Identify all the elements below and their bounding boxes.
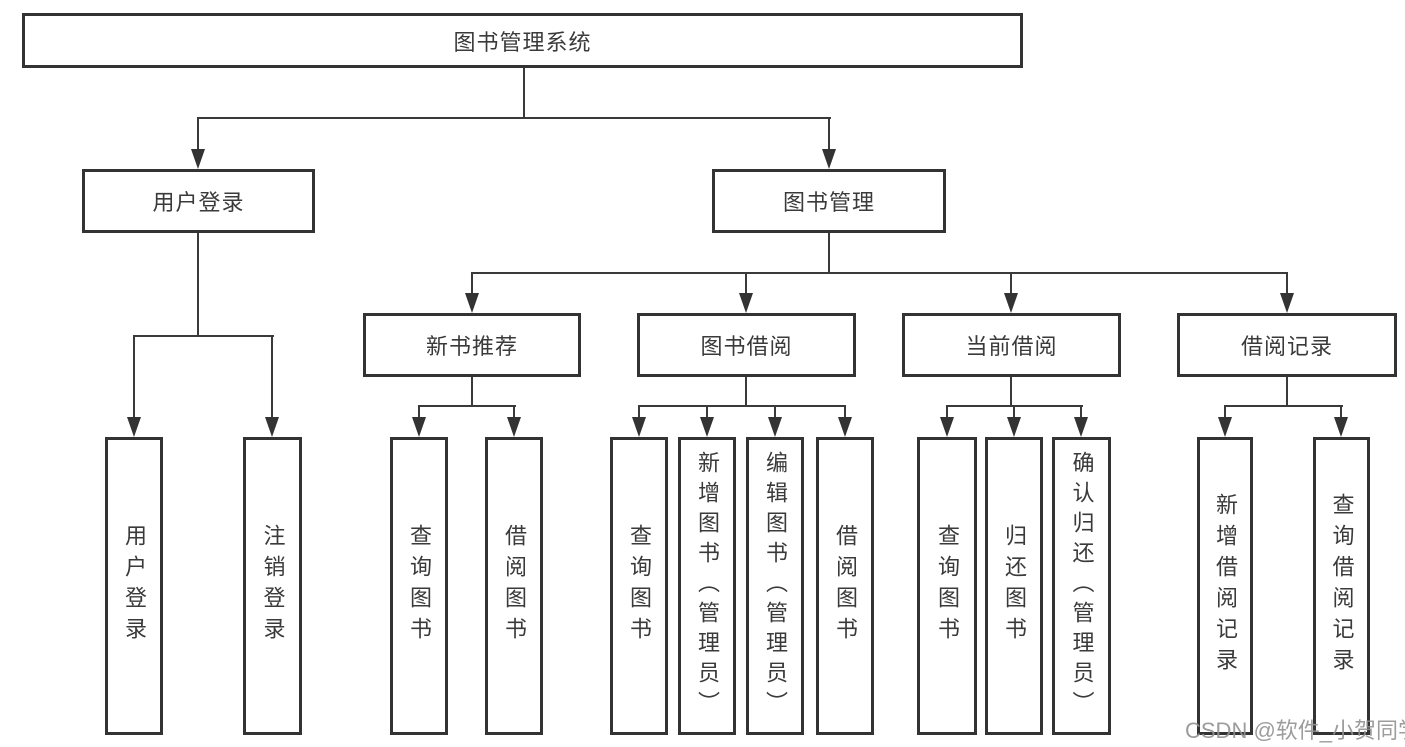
connector-stem-bb-query	[638, 405, 640, 419]
arrow-down-icon	[700, 417, 714, 437]
node-root: 图书管理系统	[22, 13, 1023, 68]
connector-userlogin-vertical	[197, 233, 199, 337]
arrow-down-icon	[739, 293, 753, 313]
arrow-down-icon	[465, 293, 479, 313]
connector-stem-bb-borrow	[844, 405, 846, 419]
arrow-down-icon	[1004, 293, 1018, 313]
arrow-down-icon	[412, 417, 426, 437]
leaf-br-add-record: 新增借阅记录	[1197, 437, 1253, 735]
connector-stem-current-borrowing	[1010, 272, 1012, 295]
node-current-borrowing: 当前借阅	[902, 313, 1121, 377]
node-user-login: 用户登录	[82, 169, 315, 233]
connector-userlogin-horizontal	[133, 335, 274, 337]
csdn-watermark: CSDN @软件_小贺同学	[1185, 718, 1405, 743]
connector-rec-horizontal	[418, 405, 516, 407]
connector-stem-bb-edit	[774, 405, 776, 419]
arrow-down-icon	[1007, 417, 1021, 437]
node-new-book-recommend: 新书推荐	[363, 313, 581, 377]
connector-stem-bb-add	[706, 405, 708, 419]
arrow-down-icon	[940, 417, 954, 437]
connector-root-vertical	[523, 68, 525, 119]
leaf-bb-add-books-label: 新增图书（管理员）	[695, 451, 720, 721]
arrow-down-icon	[822, 149, 836, 169]
arrow-down-icon	[265, 417, 279, 437]
leaf-cb-confirm-return-label: 确认归还（管理员）	[1069, 451, 1095, 721]
leaf-br-add-record-label: 新增借阅记录	[1213, 493, 1238, 679]
connector-br-horizontal	[1224, 405, 1343, 407]
node-book-borrowing: 图书借阅	[637, 313, 856, 377]
connector-bb-vertical	[745, 377, 747, 407]
connector-bb-horizontal	[638, 405, 846, 407]
leaf-bb-borrow-books-label: 借阅图书	[833, 524, 858, 648]
connector-stem-book-management	[828, 117, 830, 151]
connector-rec-vertical	[471, 377, 473, 407]
leaf-bb-edit-books: 编辑图书（管理员）	[746, 437, 804, 735]
connector-stem-new-book-recommend	[471, 272, 473, 295]
arrow-down-icon	[127, 417, 141, 437]
connector-stem-borrowing-records	[1286, 272, 1288, 295]
node-new-book-recommend-label: 新书推荐	[425, 334, 518, 359]
leaf-br-query-record-label: 查询借阅记录	[1329, 493, 1355, 679]
node-user-login-label: 用户登录	[152, 190, 245, 215]
leaf-user-login: 用户登录	[105, 437, 163, 735]
leaf-bb-edit-books-label: 编辑图书（管理员）	[763, 451, 788, 721]
leaf-rec-query-books: 查询图书	[390, 437, 448, 735]
connector-stem-leaf-logout	[271, 335, 273, 419]
leaf-bb-borrow-books: 借阅图书	[816, 437, 874, 735]
arrow-down-icon	[768, 417, 782, 437]
connector-stem-cb-confirm	[1080, 405, 1082, 419]
connector-stem-user-login	[197, 117, 199, 151]
leaf-cb-return-books: 归还图书	[985, 437, 1043, 735]
connector-stem-cb-query	[946, 405, 948, 419]
leaf-cb-return-books-label: 归还图书	[1002, 524, 1027, 648]
connector-bookmgmt-vertical	[828, 233, 830, 274]
connector-stem-br-add	[1224, 405, 1226, 419]
arrow-down-icon	[1280, 293, 1294, 313]
leaf-rec-borrow-books-label: 借阅图书	[502, 524, 527, 648]
leaf-user-login-label: 用户登录	[122, 524, 147, 648]
leaf-br-query-record: 查询借阅记录	[1313, 437, 1370, 735]
connector-stem-book-borrowing	[745, 272, 747, 295]
node-book-borrowing-label: 图书借阅	[700, 334, 793, 359]
leaf-cb-confirm-return: 确认归还（管理员）	[1052, 437, 1111, 735]
leaf-bb-query-books-label: 查询图书	[627, 524, 652, 648]
connector-level2-horizontal	[471, 272, 1288, 274]
node-root-label: 图书管理系统	[453, 29, 592, 55]
node-borrowing-records-label: 借阅记录	[1240, 334, 1333, 359]
arrow-down-icon	[1218, 417, 1232, 437]
connector-stem-br-query	[1340, 405, 1342, 419]
connector-stem-rec-query	[418, 405, 420, 419]
leaf-rec-query-books-label: 查询图书	[407, 524, 432, 648]
arrow-down-icon	[838, 417, 852, 437]
arrow-down-icon	[1334, 417, 1348, 437]
leaf-rec-borrow-books: 借阅图书	[485, 437, 543, 735]
leaf-bb-add-books: 新增图书（管理员）	[678, 437, 736, 735]
node-book-management-label: 图书管理	[782, 190, 875, 215]
leaf-bb-query-books: 查询图书	[610, 437, 668, 735]
arrow-down-icon	[1074, 417, 1088, 437]
connector-stem-leaf-login	[133, 335, 135, 419]
leaf-logout: 注销登录	[243, 437, 302, 735]
connector-stem-rec-borrow	[513, 405, 515, 419]
arrow-down-icon	[507, 417, 521, 437]
connector-stem-cb-return	[1013, 405, 1015, 419]
node-current-borrowing-label: 当前借阅	[965, 334, 1058, 359]
leaf-cb-query-books-label: 查询图书	[935, 524, 960, 648]
connector-cb-vertical	[1010, 377, 1012, 407]
arrow-down-icon	[632, 417, 646, 437]
leaf-cb-query-books: 查询图书	[917, 437, 977, 735]
node-borrowing-records: 借阅记录	[1177, 313, 1397, 377]
connector-level1-horizontal	[197, 117, 831, 119]
arrow-down-icon	[191, 149, 205, 169]
node-book-management: 图书管理	[712, 169, 946, 233]
connector-br-vertical	[1286, 377, 1288, 407]
leaf-logout-label: 注销登录	[260, 524, 286, 648]
